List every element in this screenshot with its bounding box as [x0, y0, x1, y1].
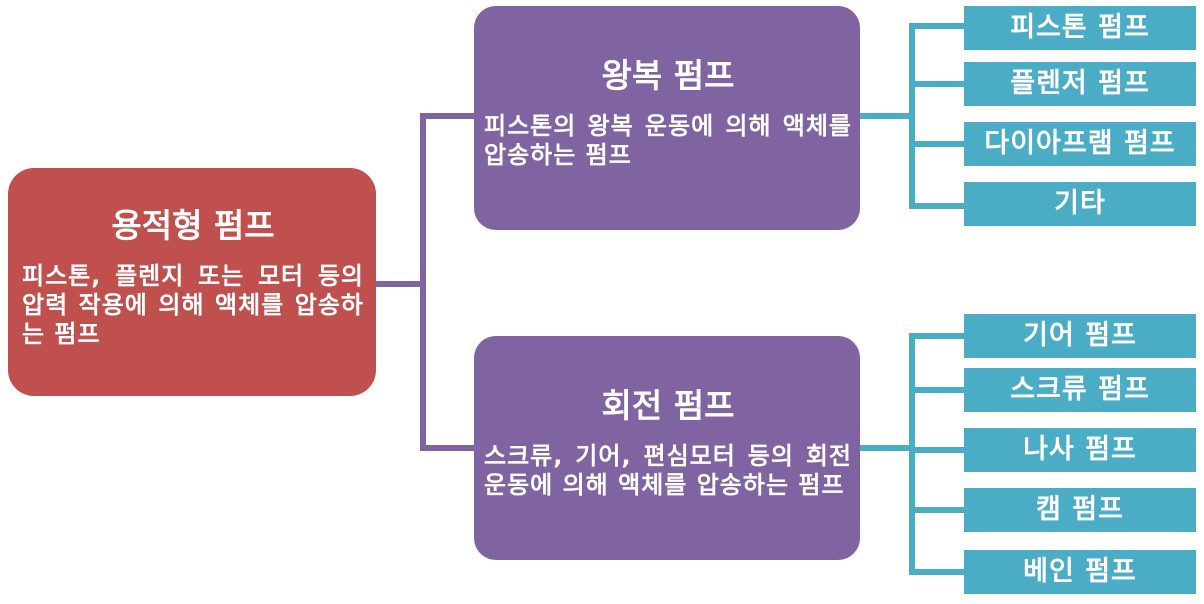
branch-title: 왕복 펌프 [601, 56, 735, 95]
leaf-screw-pump: 스크류 펌프 [964, 368, 1196, 412]
leaf-plunger-pump: 플렌저 펌프 [964, 62, 1196, 106]
leaf-thread-pump: 나사 펌프 [964, 428, 1196, 472]
root-node: 용적형 펌프 피스톤, 플렌지 또는 모터 등의 압력 작용에 의해 액체를 압… [8, 168, 376, 396]
leaf-gear-pump: 기어 펌프 [964, 314, 1196, 358]
leaf-cam-pump: 캠 펌프 [964, 488, 1196, 532]
branch-description: 피스톤의 왕복 운동에 의해 액체를 압송하는 펌프 [484, 112, 852, 169]
leaf-vane-pump: 베인 펌프 [964, 550, 1196, 594]
leaf-piston-pump: 피스톤 펌프 [964, 6, 1196, 50]
root-description: 피스톤, 플렌지 또는 모터 등의 압력 작용에 의해 액체를 압송하는 펌프 [22, 262, 364, 348]
branch-description: 스크류, 기어, 편심모터 등의 회전운동에 의해 액체를 압송하는 펌프 [484, 442, 852, 499]
leaf-other: 기타 [964, 182, 1196, 226]
branch-rotary: 회전 펌프 스크류, 기어, 편심모터 등의 회전운동에 의해 액체를 압송하는… [474, 336, 860, 560]
leaf-diaphragm-pump: 다이아프램 펌프 [964, 122, 1196, 166]
branch-title: 회전 펌프 [601, 386, 735, 425]
root-title: 용적형 펌프 [111, 206, 275, 245]
branch-reciprocating: 왕복 펌프 피스톤의 왕복 운동에 의해 액체를 압송하는 펌프 [474, 6, 860, 230]
